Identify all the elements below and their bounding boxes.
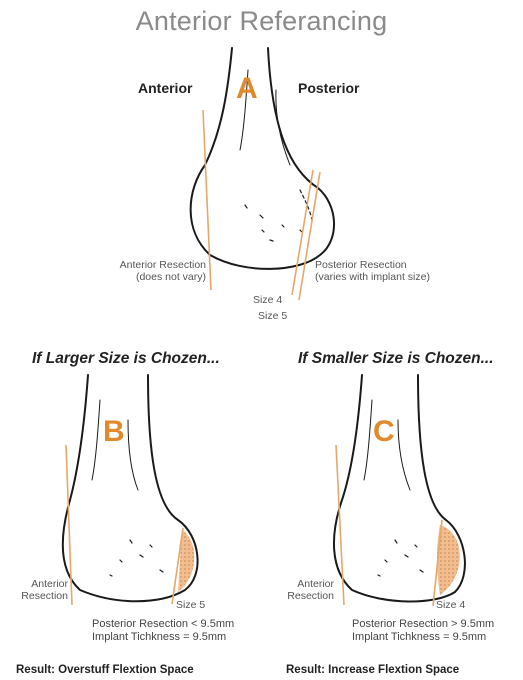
notes-c: Posterior Resection > 9.5mm Implant Tich… — [352, 618, 494, 644]
posterior-resection-note-a: Posterior Resection (varies with implant… — [315, 259, 430, 283]
anterior-resection-note-c-line1: Anterior — [280, 578, 334, 590]
size-label-c: Size 4 — [436, 599, 465, 611]
anterior-resection-note-c: Anterior Resection — [280, 578, 334, 602]
result-b: Result: Overstuff Flextion Space — [16, 664, 194, 676]
letter-a: A — [236, 72, 258, 106]
posterior-label: Posterior — [298, 80, 359, 96]
notes-b-line1: Posterior Resection < 9.5mm — [92, 618, 234, 631]
anterior-resection-note-b-line2: Resection — [14, 590, 68, 602]
anterior-resection-note-b-line1: Anterior — [14, 578, 68, 590]
posterior-resection-note-a-line2: (varies with implant size) — [315, 271, 430, 283]
cut-lines-a — [203, 110, 320, 300]
size5-label-a: Size 5 — [258, 310, 287, 322]
femur-c — [334, 375, 465, 602]
cut-lines-b — [66, 445, 183, 605]
heading-larger-size: If Larger Size is Chozen... — [32, 350, 220, 368]
cut-lines-c — [336, 445, 442, 606]
letter-c: C — [373, 415, 395, 449]
result-c: Result: Increase Flextion Space — [286, 664, 459, 676]
anterior-resection-note-a-line1: Anterior Resection — [100, 259, 206, 271]
anterior-resection-note-c-line2: Resection — [280, 590, 334, 602]
anterior-label: Anterior — [138, 80, 192, 96]
size4-label-a: Size 4 — [253, 294, 282, 306]
size-label-b: Size 5 — [176, 599, 205, 611]
heading-smaller-size: If Smaller Size is Chozen... — [298, 350, 494, 368]
page-title: Anterior Referancing — [0, 6, 523, 37]
notes-c-line2: Implant Tichkness = 9.5mm — [352, 631, 494, 644]
notes-b: Posterior Resection < 9.5mm Implant Tich… — [92, 618, 234, 644]
anterior-resection-note-a-line2: (does not vary) — [100, 271, 206, 283]
anterior-resection-note-b: Anterior Resection — [14, 578, 68, 602]
anterior-resection-note-a: Anterior Resection (does not vary) — [100, 259, 206, 283]
notes-b-line2: Implant Tichkness = 9.5mm — [92, 631, 234, 644]
posterior-resection-note-a-line1: Posterior Resection — [315, 259, 430, 271]
letter-b: B — [103, 415, 125, 449]
anterior-resection-line-c — [336, 445, 344, 605]
notes-c-line1: Posterior Resection > 9.5mm — [352, 618, 494, 631]
